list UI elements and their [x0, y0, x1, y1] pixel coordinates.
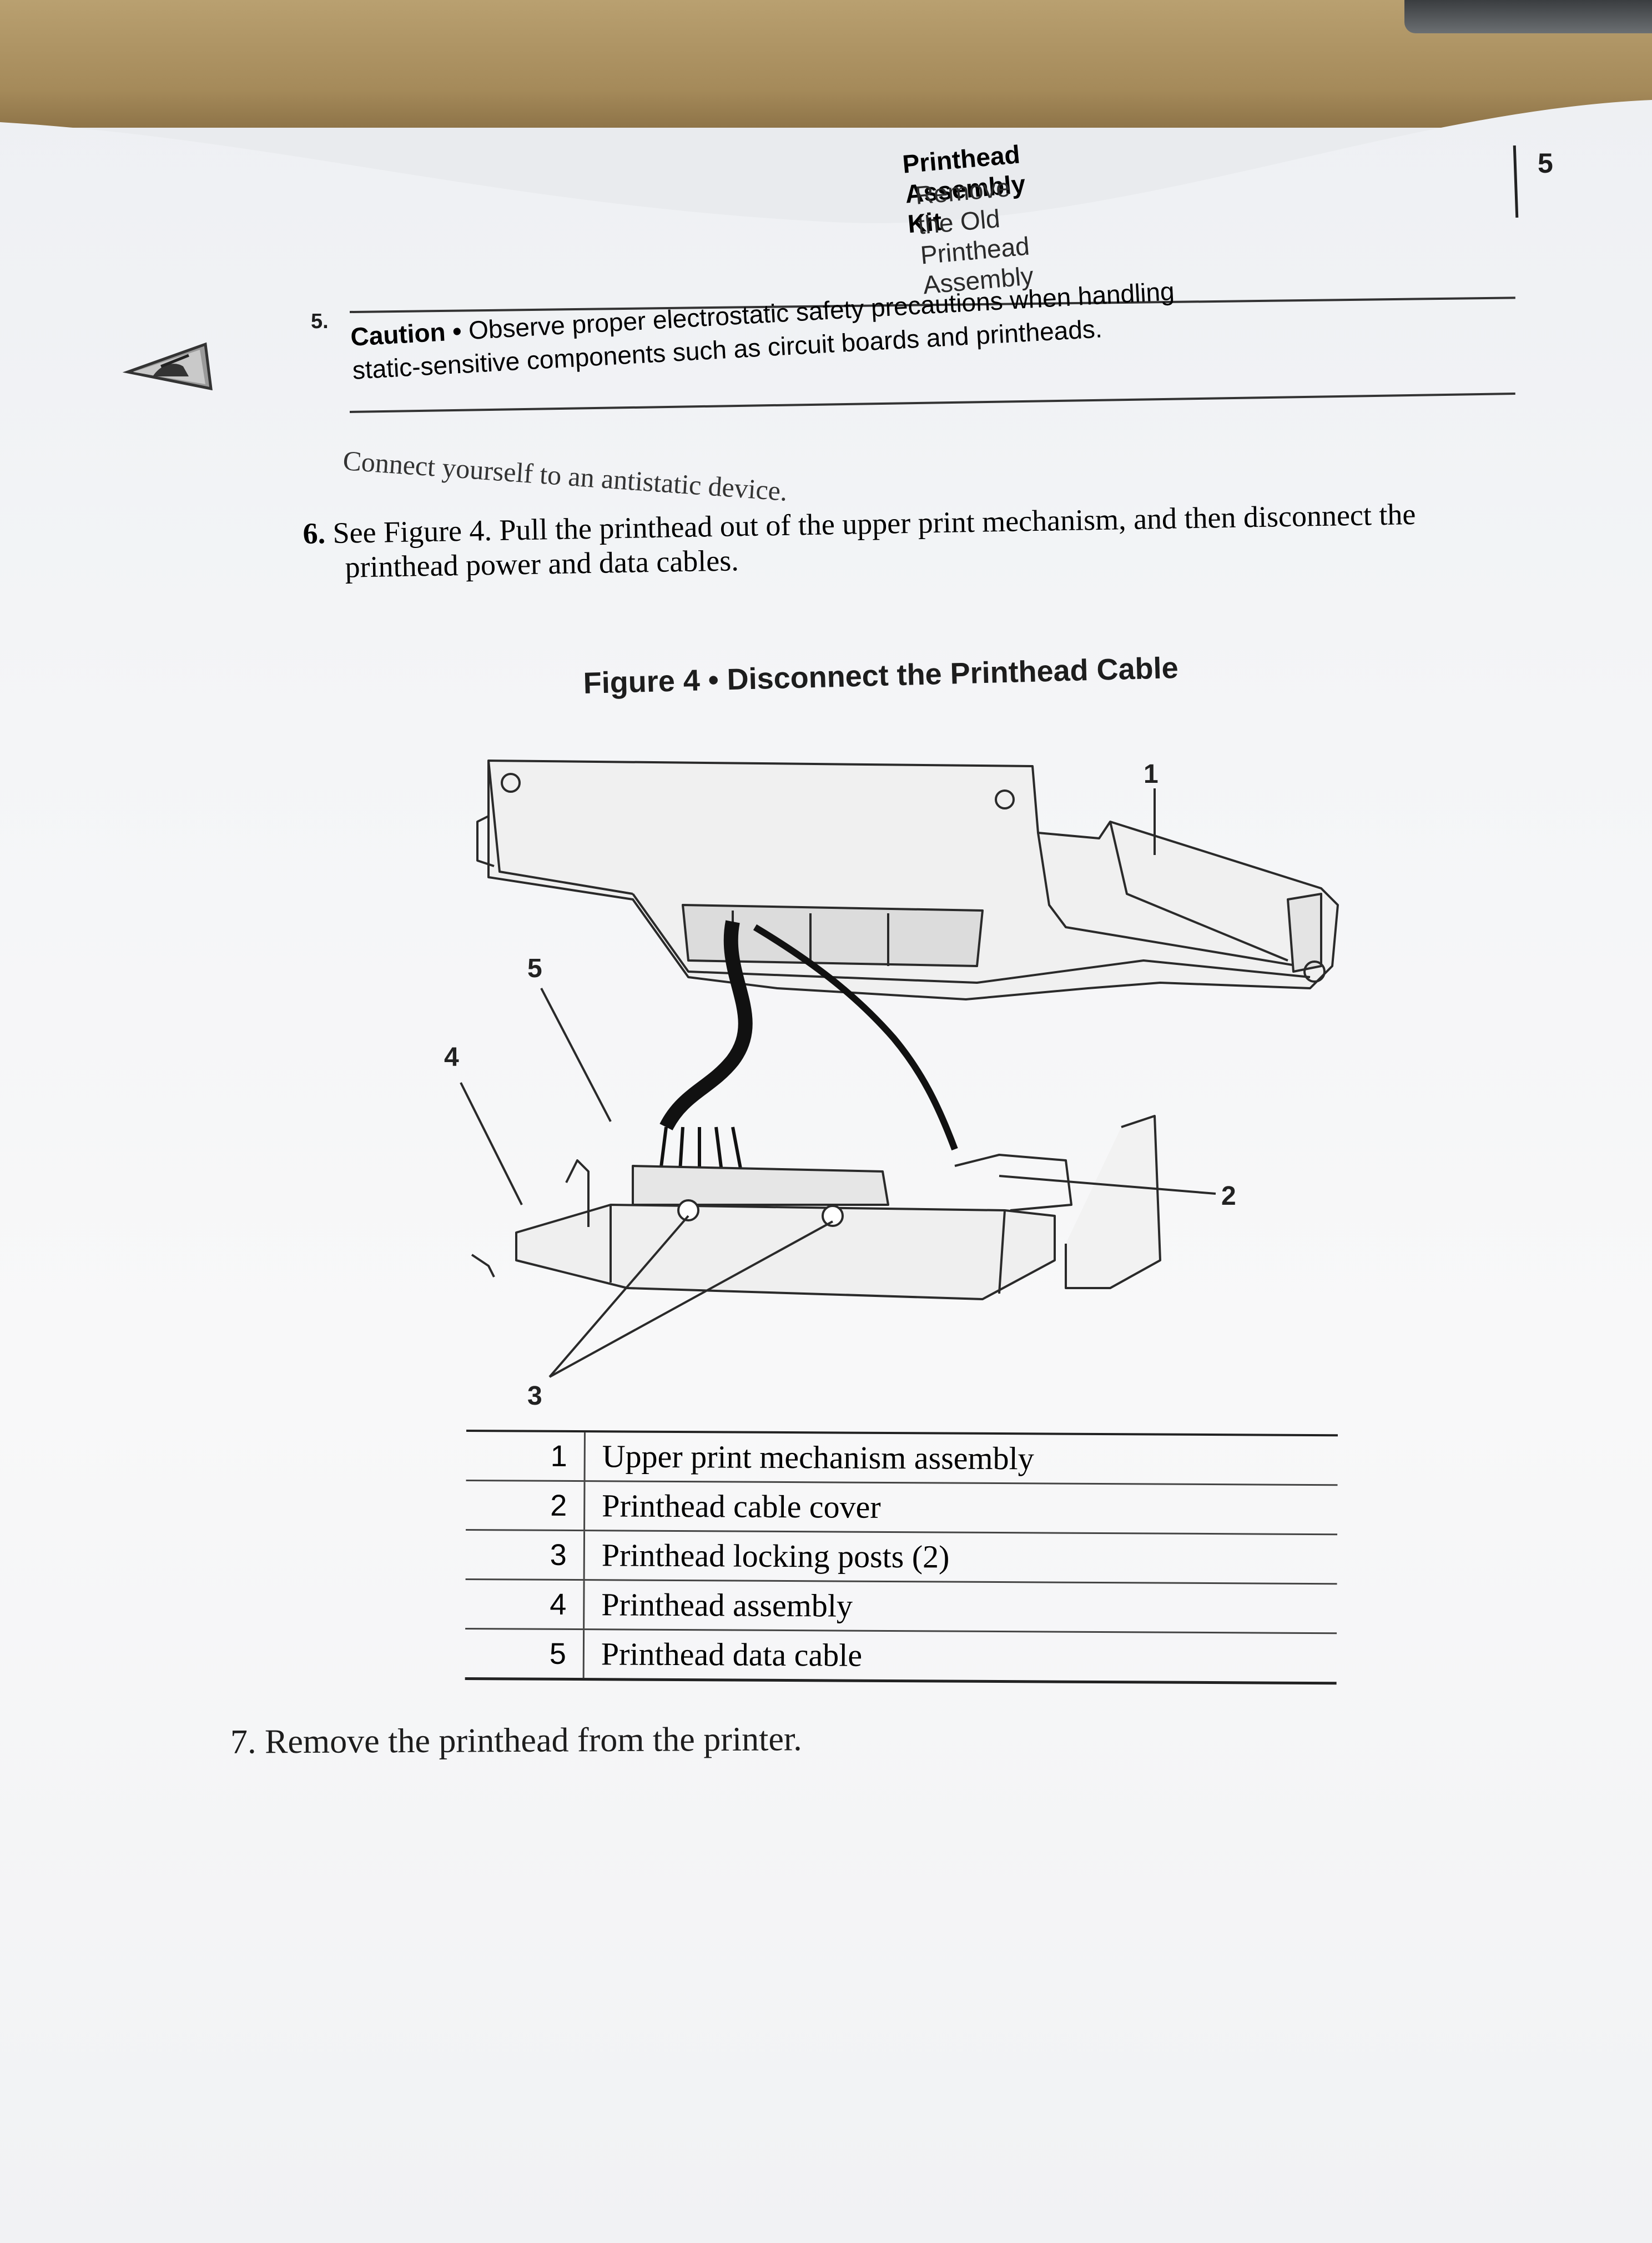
printhead-data-cable-illustration [659, 920, 958, 1172]
caution-label: Caution • [350, 316, 462, 351]
esd-warning-icon [122, 342, 213, 391]
callout-2-leader [999, 1175, 1216, 1195]
callout-3: 3 [527, 1381, 542, 1411]
printhead-assembly-illustration [471, 1115, 1161, 1300]
callout-5-leader [540, 988, 612, 1122]
part-number: 5 [465, 1629, 585, 1678]
page-number: 5 [1538, 148, 1553, 179]
table-row: 2 Printhead cable cover [466, 1479, 1338, 1534]
step-6-number: 6. [303, 516, 326, 550]
part-description: Upper print mechanism assembly [602, 1438, 1034, 1477]
callout-5: 5 [527, 954, 542, 983]
paper-sheet [0, 78, 1652, 2243]
part-description: Printhead data cable [601, 1636, 863, 1673]
section-title: Remove the Old Printhead Assembly [914, 173, 1035, 300]
step-6-text-line2: printhead power and data cables. [345, 544, 739, 584]
callout-2: 2 [1221, 1181, 1236, 1211]
upper-print-mechanism-illustration [476, 760, 1339, 1000]
part-number: 2 [466, 1481, 586, 1530]
table-row: 5 Printhead data cable [465, 1627, 1337, 1685]
step-7-instruction: 7. Remove the printhead from the printer… [230, 1720, 802, 1761]
parts-table: 1 Upper print mechanism assembly 2 Print… [465, 1430, 1338, 1685]
printhead-figure: 1 2 3 4 5 [444, 760, 1339, 1411]
callout-4: 4 [444, 1043, 459, 1072]
part-description: Printhead assembly [601, 1586, 853, 1624]
part-number: 3 [465, 1530, 586, 1580]
desk-background [0, 0, 1652, 128]
callout-4-leader [460, 1082, 523, 1205]
table-row: 3 Printhead locking posts (2) [465, 1528, 1338, 1583]
part-number: 4 [465, 1580, 585, 1629]
table-row: 4 Printhead assembly [465, 1578, 1337, 1633]
table-row: 1 Upper print mechanism assembly [466, 1430, 1338, 1485]
part-description: Printhead cable cover [602, 1487, 881, 1525]
callout-3-leader-b [549, 1220, 833, 1378]
part-description: Printhead locking posts (2) [601, 1537, 950, 1575]
keyboard-corner [1404, 0, 1652, 33]
part-number: 1 [466, 1432, 586, 1481]
callout-3-leader-a [548, 1215, 689, 1378]
step-5-number: 5. [311, 310, 329, 333]
callout-1: 1 [1144, 760, 1159, 789]
